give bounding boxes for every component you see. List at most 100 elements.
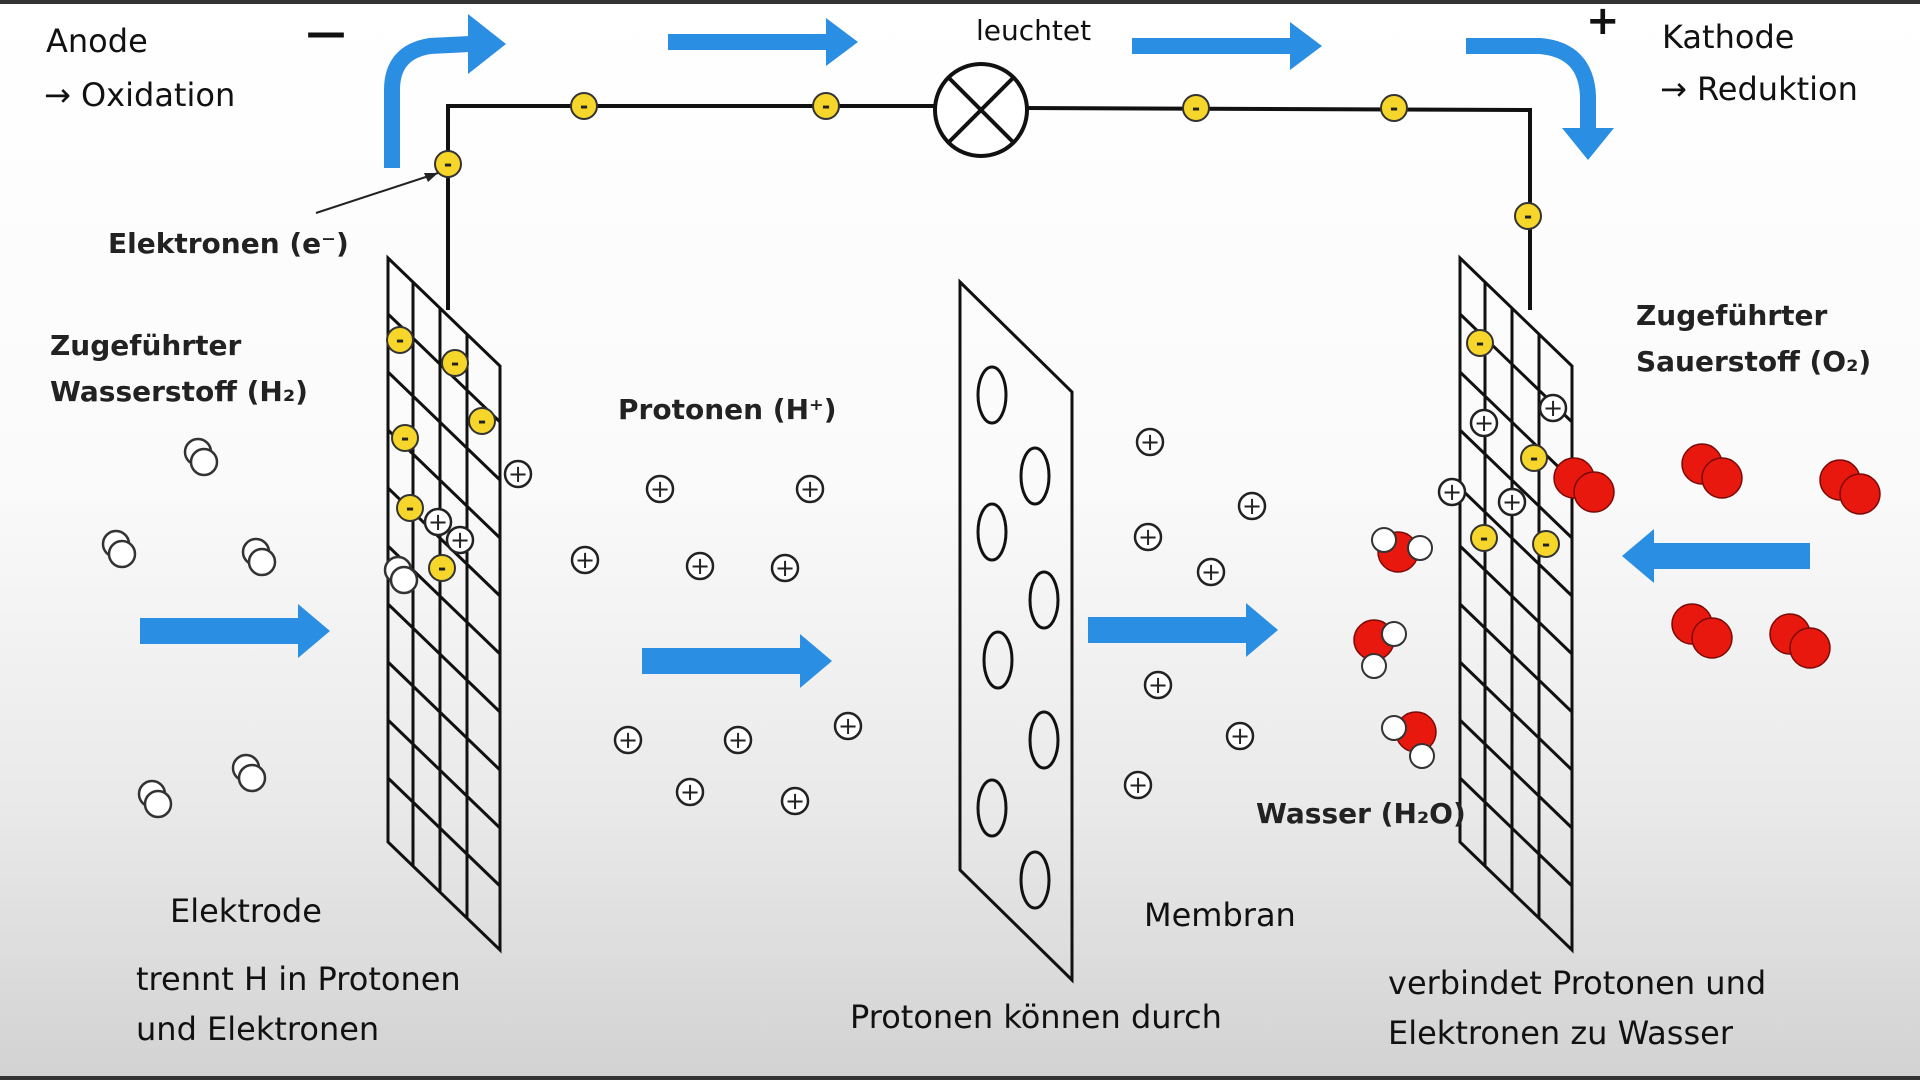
electron: -: [1514, 202, 1542, 230]
proton: +: [1225, 721, 1255, 751]
svg-text:-: -: [580, 94, 588, 118]
svg-text:+: +: [650, 475, 670, 503]
proton: +: [645, 474, 675, 504]
arrow-protons-2: [1088, 603, 1278, 657]
proton: +: [1469, 408, 1499, 438]
svg-text:+: +: [508, 460, 528, 488]
electron-pointer-arrowhead: [424, 173, 438, 182]
svg-text:-: -: [444, 152, 452, 176]
protons: ++++++++++++++++++++++++: [423, 393, 1568, 816]
svg-text:+: +: [575, 546, 595, 574]
svg-text:+: +: [1543, 394, 1563, 422]
svg-text:+: +: [1201, 558, 1221, 586]
proton: +: [770, 553, 800, 583]
minus-sign: —: [306, 10, 346, 56]
svg-text:-: -: [451, 351, 459, 375]
proton: +: [503, 459, 533, 489]
hydrogen-molecule: [137, 779, 173, 819]
proton: +: [423, 507, 453, 537]
svg-text:+: +: [1502, 488, 1522, 516]
electrons: - - - - - - - - - - - - - - - -: [386, 92, 1560, 582]
electron: -: [1380, 94, 1408, 122]
electron: -: [1520, 444, 1548, 472]
proton: +: [1237, 491, 1267, 521]
electron: -: [1532, 530, 1560, 558]
svg-text:+: +: [1242, 492, 1262, 520]
proton: +: [1497, 487, 1527, 517]
cathode-label: Kathode: [1662, 18, 1795, 56]
electrode-description-line1: trennt H in Protonen: [136, 960, 461, 998]
membrane: [958, 278, 1074, 984]
cathode-description-line2: Elektronen zu Wasser: [1388, 1014, 1733, 1052]
svg-text:-: -: [1524, 204, 1532, 228]
electron: -: [391, 424, 419, 452]
proton: +: [613, 725, 643, 755]
oxygen-molecule: [1769, 613, 1831, 669]
arrow-down-curve: [1466, 38, 1614, 160]
svg-text:+: +: [728, 726, 748, 754]
electron: -: [386, 326, 414, 354]
proton: +: [1135, 427, 1165, 457]
proton: +: [833, 711, 863, 741]
electron: -: [1470, 524, 1498, 552]
svg-text:+: +: [618, 726, 638, 754]
plus-sign: +: [1586, 0, 1620, 44]
electrode-description-line2: und Elektronen: [136, 1010, 380, 1048]
water-molecule: [1381, 711, 1437, 769]
electron: -: [441, 349, 469, 377]
proton: +: [1123, 770, 1153, 800]
water-molecule: [1371, 527, 1433, 573]
svg-text:-: -: [401, 426, 409, 450]
svg-text:-: -: [406, 496, 414, 520]
proton: +: [675, 777, 705, 807]
svg-text:-: -: [1476, 331, 1484, 355]
svg-text:+: +: [450, 526, 470, 554]
electron: -: [396, 494, 424, 522]
reduction-label: → Reduktion: [1660, 70, 1858, 108]
proton: +: [1133, 522, 1163, 552]
svg-text:-: -: [1192, 96, 1200, 120]
proton: +: [723, 725, 753, 755]
electron: -: [1182, 94, 1210, 122]
circuit-wire-right: [1023, 106, 1532, 310]
electrode-label: Elektrode: [170, 892, 322, 930]
oxygen-molecule: [1681, 443, 1743, 499]
anode-electrode: [386, 254, 502, 954]
svg-text:+: +: [690, 552, 710, 580]
electrons-label: Elektronen (e⁻): [108, 227, 349, 260]
proton: +: [1196, 557, 1226, 587]
arrow-o2-in: [1622, 529, 1810, 583]
electron: -: [468, 407, 496, 435]
oxidation-label: → Oxidation: [44, 76, 236, 114]
svg-text:-: -: [822, 94, 830, 118]
hydrogen-molecule: [241, 537, 277, 577]
circuit-wire: [446, 104, 938, 310]
arrow-protons-1: [642, 634, 832, 688]
electron: -: [570, 92, 598, 120]
svg-text:-: -: [1542, 532, 1550, 556]
oxygen-molecule: [1553, 457, 1615, 513]
proton: +: [795, 474, 825, 504]
hydrogen-molecule: [383, 555, 419, 595]
water-molecule: [1353, 619, 1407, 679]
proton: +: [1437, 477, 1467, 507]
svg-text:-: -: [478, 409, 486, 433]
protons-label: Protonen (H⁺): [618, 393, 837, 426]
svg-text:-: -: [1530, 446, 1538, 470]
svg-text:-: -: [438, 556, 446, 580]
svg-text:+: +: [838, 712, 858, 740]
electron: -: [1466, 329, 1494, 357]
electron: -: [428, 554, 456, 582]
svg-text:+: +: [1474, 409, 1494, 437]
svg-text:+: +: [1138, 523, 1158, 551]
oxygen-molecules: [1553, 443, 1881, 669]
bottom-border: [0, 1076, 1920, 1080]
water-label: Wasser (H₂O): [1256, 797, 1466, 830]
hydrogen-label-line1: Zugeführter: [50, 329, 242, 362]
svg-text:+: +: [1230, 722, 1250, 750]
svg-text:+: +: [1128, 771, 1148, 799]
proton: +: [1538, 393, 1568, 423]
electron: -: [434, 150, 462, 178]
lamp-icon: [933, 62, 1029, 158]
